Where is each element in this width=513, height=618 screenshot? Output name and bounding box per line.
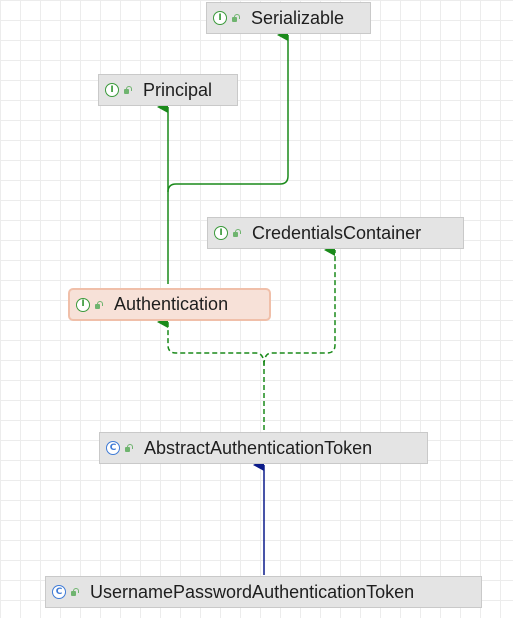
node-label-serializable: Serializable: [251, 7, 345, 28]
class-icon: C: [106, 441, 120, 455]
interface-icon: I: [214, 226, 228, 240]
public-access-icon: [94, 300, 103, 309]
public-access-icon: [124, 444, 133, 452]
public-access-icon: [123, 86, 132, 94]
edge-abstract-token-implements-authentication: [157, 316, 265, 430]
node-label-credentials-container: CredentialsContainer: [252, 222, 422, 243]
node-credentials-container[interactable]: I CredentialsContainer: [207, 217, 464, 249]
node-authentication[interactable]: I Authentication: [68, 288, 271, 321]
node-label-authentication: Authentication: [114, 294, 229, 314]
node-abstract-authentication-token[interactable]: C AbstractAuthenticationToken: [99, 432, 428, 464]
node-principal[interactable]: I Principal: [98, 74, 238, 106]
interface-icon: I: [76, 297, 90, 312]
node-label-username-password-authentication-token: UsernamePasswordAuthenticationToken: [90, 581, 415, 602]
interface-icon: I: [213, 11, 227, 25]
node-username-password-authentication-token[interactable]: C UsernamePasswordAuthenticationToken: [45, 576, 482, 608]
node-label-abstract-authentication-token: AbstractAuthenticationToken: [144, 437, 373, 458]
public-access-icon: [70, 588, 79, 596]
interface-icon: I: [105, 83, 119, 97]
class-icon: C: [52, 585, 66, 599]
edge-abstract-token-implements-credentials-container: [263, 244, 336, 366]
node-label-principal: Principal: [143, 79, 213, 100]
public-access-icon: [231, 14, 240, 22]
node-serializable[interactable]: I Serializable: [206, 2, 371, 34]
edge-authentication-extends-serializable: [167, 29, 289, 193]
public-access-icon: [232, 229, 241, 237]
